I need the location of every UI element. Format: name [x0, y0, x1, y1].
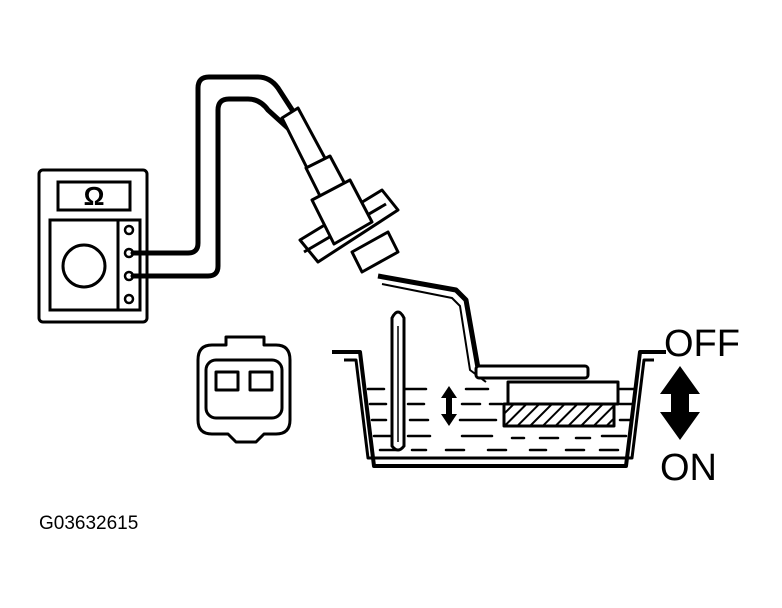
test-leads — [130, 74, 303, 279]
meter-terminal — [123, 224, 135, 236]
meter-terminal — [123, 293, 135, 305]
up-down-arrow-icon — [660, 366, 700, 440]
meter-dial — [61, 243, 107, 289]
fuel-tank — [332, 310, 666, 468]
label-on: ON — [660, 447, 717, 489]
fuel-sender-gauge-icon — [280, 106, 620, 428]
connector-icon — [196, 335, 292, 444]
level-arrow-small-icon — [441, 386, 457, 426]
label-off: OFF — [664, 323, 740, 365]
liquid-surface — [366, 387, 636, 452]
ohm-symbol: Ω — [84, 181, 105, 211]
figure-code: G03632615 — [39, 513, 138, 534]
ohmmeter-icon: Ω — [37, 168, 149, 324]
